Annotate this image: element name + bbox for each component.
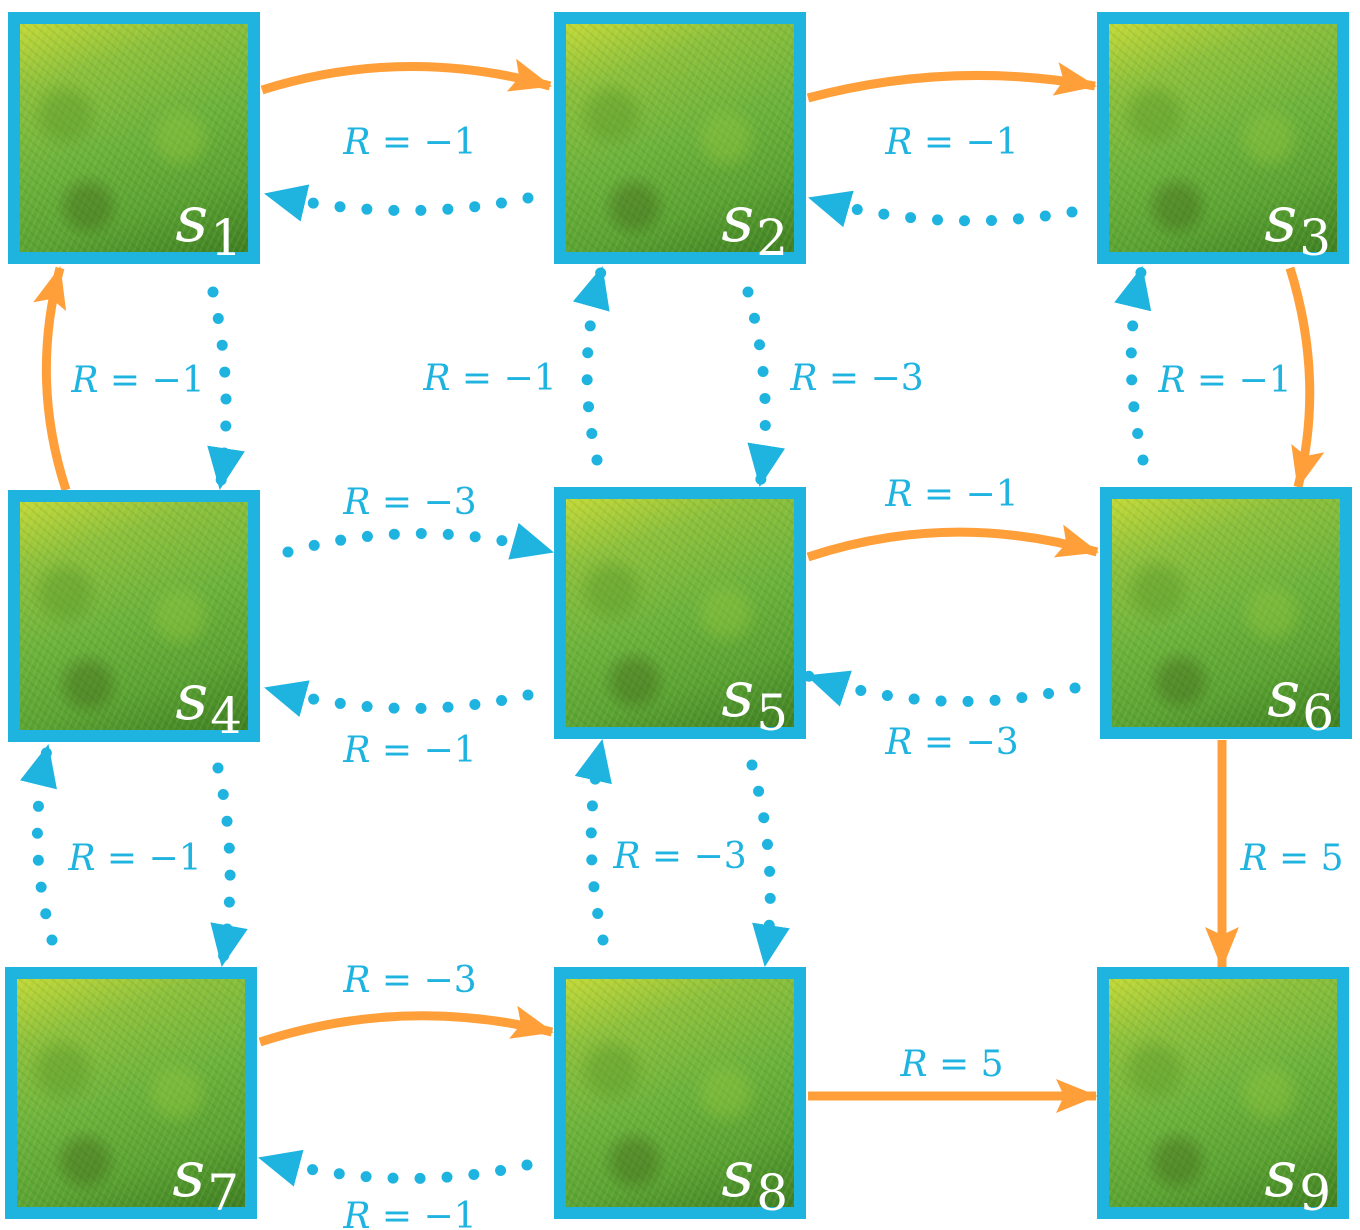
state-s6: s6 bbox=[1100, 487, 1352, 739]
reward-label: R = −3 bbox=[884, 722, 1018, 763]
edge-s6-to-s5 bbox=[802, 670, 1081, 707]
state-symbol: s bbox=[1267, 658, 1301, 732]
state-s1: s1 bbox=[8, 12, 260, 264]
state-label: s4 bbox=[175, 666, 242, 741]
reward-label: R = −1 bbox=[884, 122, 1018, 163]
state-symbol: s bbox=[1264, 183, 1298, 257]
state-symbol: s bbox=[175, 183, 209, 257]
state-index: 9 bbox=[1299, 1164, 1331, 1222]
state-index: 1 bbox=[210, 209, 242, 267]
state-symbol: s bbox=[721, 183, 755, 257]
state-label: s1 bbox=[175, 188, 242, 263]
reward-label: R = −1 bbox=[884, 474, 1018, 515]
reward-label: R = −3 bbox=[789, 358, 923, 399]
state-s8: s8 bbox=[554, 967, 806, 1219]
state-index: 4 bbox=[210, 687, 242, 745]
state-symbol: s bbox=[172, 1138, 206, 1212]
reward-label: R = 5 bbox=[899, 1044, 1003, 1085]
state-label: s6 bbox=[1267, 663, 1334, 738]
edge-s2-to-s3 bbox=[806, 62, 1097, 103]
reward-label: R = −1 bbox=[342, 730, 476, 771]
reward-label: R = −3 bbox=[342, 482, 476, 523]
edge-s5-to-s8 bbox=[746, 759, 790, 971]
reward-label: R = 5 bbox=[1239, 838, 1343, 879]
state-label: s2 bbox=[721, 188, 788, 263]
state-index: 3 bbox=[1299, 209, 1331, 267]
reward-label: R = −1 bbox=[67, 838, 201, 879]
edge-s2-to-s5 bbox=[742, 286, 785, 491]
edge-s3-to-s2 bbox=[804, 190, 1078, 228]
edge-s4-to-s7 bbox=[210, 762, 248, 971]
reward-label: R = −3 bbox=[342, 960, 476, 1001]
state-symbol: s bbox=[175, 661, 209, 735]
edge-s5-to-s2 bbox=[572, 262, 610, 466]
state-s4: s4 bbox=[8, 490, 260, 742]
edge-s7-to-s8 bbox=[258, 1005, 554, 1047]
edge-s7-to-s4 bbox=[20, 740, 58, 946]
state-label: s7 bbox=[172, 1143, 239, 1218]
state-index: 8 bbox=[756, 1164, 788, 1222]
edge-s5-to-s4 bbox=[260, 680, 534, 717]
state-symbol: s bbox=[721, 1138, 755, 1212]
edge-s4-to-s5 bbox=[282, 522, 558, 560]
edge-s8-to-s7 bbox=[254, 1149, 533, 1187]
reward-label: R = −1 bbox=[422, 358, 556, 399]
state-s7: s7 bbox=[5, 967, 257, 1219]
state-s5: s5 bbox=[554, 487, 806, 739]
edge-s6-to-s3 bbox=[1114, 262, 1152, 466]
reward-label: R = −3 bbox=[612, 836, 746, 877]
state-index: 6 bbox=[1302, 684, 1334, 742]
state-symbol: s bbox=[1264, 1138, 1298, 1212]
state-index: 7 bbox=[207, 1164, 239, 1222]
edge-s8-to-s5 bbox=[574, 735, 612, 946]
edge-s3-to-s6 bbox=[1285, 266, 1325, 489]
state-index: 5 bbox=[756, 684, 788, 742]
state-s9: s9 bbox=[1097, 967, 1349, 1219]
reward-label: R = −1 bbox=[342, 122, 476, 163]
state-label: s3 bbox=[1264, 188, 1331, 263]
edge-s4-to-s1 bbox=[33, 266, 71, 492]
state-label: s5 bbox=[721, 663, 788, 738]
reward-label: R = −1 bbox=[70, 360, 204, 401]
state-symbol: s bbox=[721, 658, 755, 732]
edge-s1-to-s2 bbox=[260, 58, 552, 95]
edge-s2-to-s1 bbox=[260, 184, 534, 222]
state-index: 2 bbox=[756, 209, 788, 267]
reward-label: R = −1 bbox=[342, 1196, 476, 1230]
state-s2: s2 bbox=[554, 12, 806, 264]
reward-label: R = −1 bbox=[1157, 360, 1291, 401]
state-s3: s3 bbox=[1097, 12, 1349, 264]
edge-s5-to-s6 bbox=[806, 524, 1099, 562]
edge-s1-to-s4 bbox=[207, 286, 245, 494]
state-label: s9 bbox=[1264, 1143, 1331, 1218]
state-label: s8 bbox=[721, 1143, 788, 1218]
